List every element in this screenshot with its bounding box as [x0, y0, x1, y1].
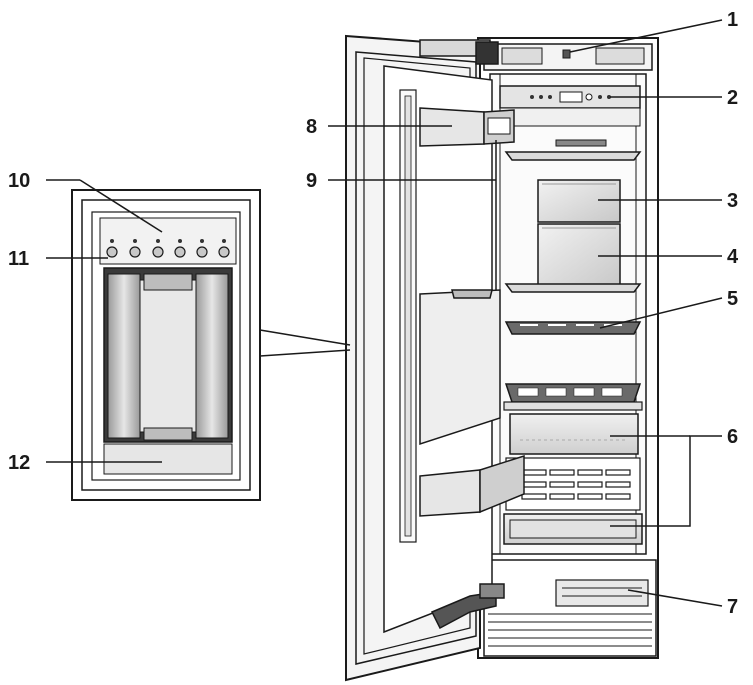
storage-drawer-lower: [537, 223, 621, 287]
callout-4: 4: [727, 246, 739, 268]
leader-7: [627, 589, 723, 607]
door-dispenser-housing: [419, 289, 501, 446]
callout-10: 10: [8, 170, 30, 192]
leader-lines: [46, 19, 723, 607]
lower-wire-shelf: [503, 383, 643, 411]
callout-6: 6: [727, 426, 738, 448]
light-switch: [562, 49, 571, 59]
upper-shelf: [504, 151, 642, 161]
callout-11: 11: [8, 248, 29, 270]
callout-7: 7: [727, 596, 738, 618]
leader-5: [599, 297, 723, 329]
dispenser-buttons: [106, 246, 230, 258]
callout-2: 2: [727, 87, 738, 109]
leader-1: [569, 19, 723, 53]
callout-12: 12: [8, 452, 30, 474]
callout-1: 1: [727, 9, 738, 31]
callout-3: 3: [727, 190, 738, 212]
top-hinge: [419, 39, 499, 65]
callout-5: 5: [727, 288, 738, 310]
middle-shelf: [504, 283, 642, 293]
drip-tray: [103, 443, 233, 475]
callout-9: 9: [306, 170, 317, 192]
dispenser-cavity: [103, 267, 233, 443]
rear-vent: [505, 457, 641, 511]
base-grille: [483, 559, 657, 657]
wire-shelf: [504, 321, 642, 335]
leader-6: [610, 435, 722, 527]
crisper-bin-upper: [509, 413, 639, 455]
callout-labels: 1 2 3 4 5 6 7 8 9 10 11 12: [8, 9, 739, 618]
crisper-bin-lower: [503, 513, 643, 545]
dispenser-control-panel: [99, 217, 237, 265]
door-bin-upper: [419, 107, 515, 147]
callout-8: 8: [306, 116, 317, 138]
door-bin-lower: [419, 454, 525, 517]
leader-10b: [79, 179, 163, 233]
storage-drawer-upper: [537, 179, 621, 223]
door-hinge: [430, 583, 505, 630]
